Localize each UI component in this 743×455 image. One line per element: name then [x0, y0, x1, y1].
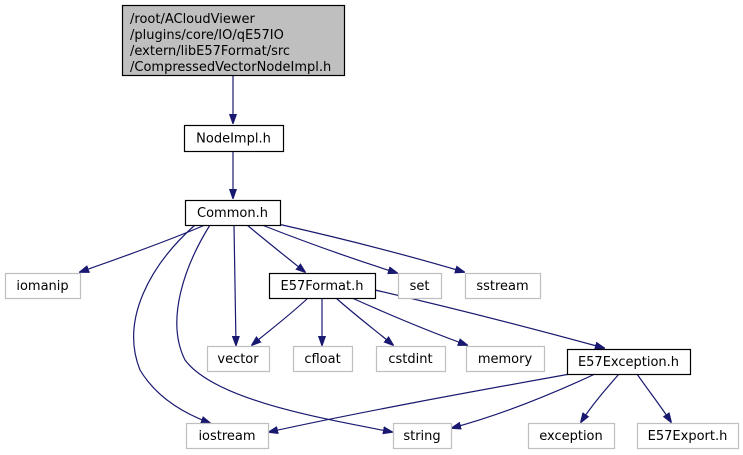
node-string: string [392, 422, 453, 450]
node-label-line: /extern/libE57Format/src [130, 44, 290, 59]
node-vector: vector [206, 345, 271, 373]
edge-e57format-cstdint [335, 297, 393, 345]
node-iomanip: iomanip [4, 272, 82, 300]
edge-common-iomanip [80, 224, 206, 272]
node-label: string [403, 429, 440, 444]
node-e57exception[interactable]: E57Exception.h [566, 348, 692, 376]
node-box [375, 345, 447, 373]
node-box [184, 199, 282, 227]
node-box [636, 422, 740, 450]
edge-common-set [261, 224, 397, 273]
node-root[interactable]: /root/ACloudViewer/plugins/core/IO/qE57I… [121, 4, 346, 77]
edge-e57exception-string [452, 373, 596, 428]
node-label: NodeImpl.h [196, 132, 271, 147]
node-box [206, 345, 271, 373]
node-common[interactable]: Common.h [184, 199, 282, 227]
node-label: cstdint [388, 352, 432, 367]
node-label: set [410, 279, 430, 294]
edge-e57format-vector [252, 297, 309, 345]
edge-common-string [176, 224, 392, 432]
node-label-line: /CompressedVectorNodeImpl.h [130, 60, 331, 75]
node-nodeimpl[interactable]: NodeImpl.h [183, 124, 285, 153]
node-box [185, 422, 270, 450]
node-box [392, 422, 453, 450]
node-label: E57Format.h [281, 279, 364, 294]
node-box [183, 124, 285, 153]
node-box [268, 272, 377, 300]
node-iostream: iostream [185, 422, 270, 450]
edge-common-e57format [246, 224, 305, 272]
node-box [4, 272, 82, 300]
node-label: E57Export.h [648, 429, 728, 444]
node-exception: exception [527, 422, 616, 450]
node-box [397, 272, 443, 300]
node-box [566, 348, 692, 376]
node-cstdint: cstdint [375, 345, 447, 373]
node-box [292, 345, 354, 373]
edge-e57format-memory [351, 297, 467, 345]
node-label: exception [539, 429, 603, 444]
node-label: memory [478, 352, 533, 367]
node-label: sstream [476, 279, 528, 294]
node-label: Common.h [197, 206, 268, 221]
node-e57format[interactable]: E57Format.h [268, 272, 377, 300]
edges-layer [80, 75, 671, 432]
edge-e57exception-exception [581, 373, 620, 422]
edge-common-vector [234, 224, 236, 345]
node-label: cfloat [304, 352, 340, 367]
edge-e57exception-e57export [636, 373, 671, 422]
node-box [464, 272, 542, 300]
node-box [527, 422, 616, 450]
node-set: set [397, 272, 443, 300]
node-label: vector [217, 352, 259, 367]
node-cfloat: cfloat [292, 345, 354, 373]
edge-common-sstream [277, 223, 464, 272]
node-label: iomanip [16, 279, 68, 294]
node-label-line: /root/ACloudViewer [130, 12, 255, 27]
node-e57export: E57Export.h [636, 422, 740, 450]
node-box [121, 4, 346, 77]
edge-e57exception-iostream [269, 373, 571, 432]
node-label-line: /plugins/core/IO/qE57IO [130, 28, 284, 43]
node-sstream: sstream [464, 272, 542, 300]
node-box [465, 345, 546, 373]
node-label: iostream [198, 429, 255, 444]
edge-common-iostream [133, 224, 210, 423]
node-memory: memory [465, 345, 546, 373]
node-label: E57Exception.h [578, 355, 679, 370]
nodes-layer: /root/ACloudViewer/plugins/core/IO/qE57I… [4, 4, 740, 450]
